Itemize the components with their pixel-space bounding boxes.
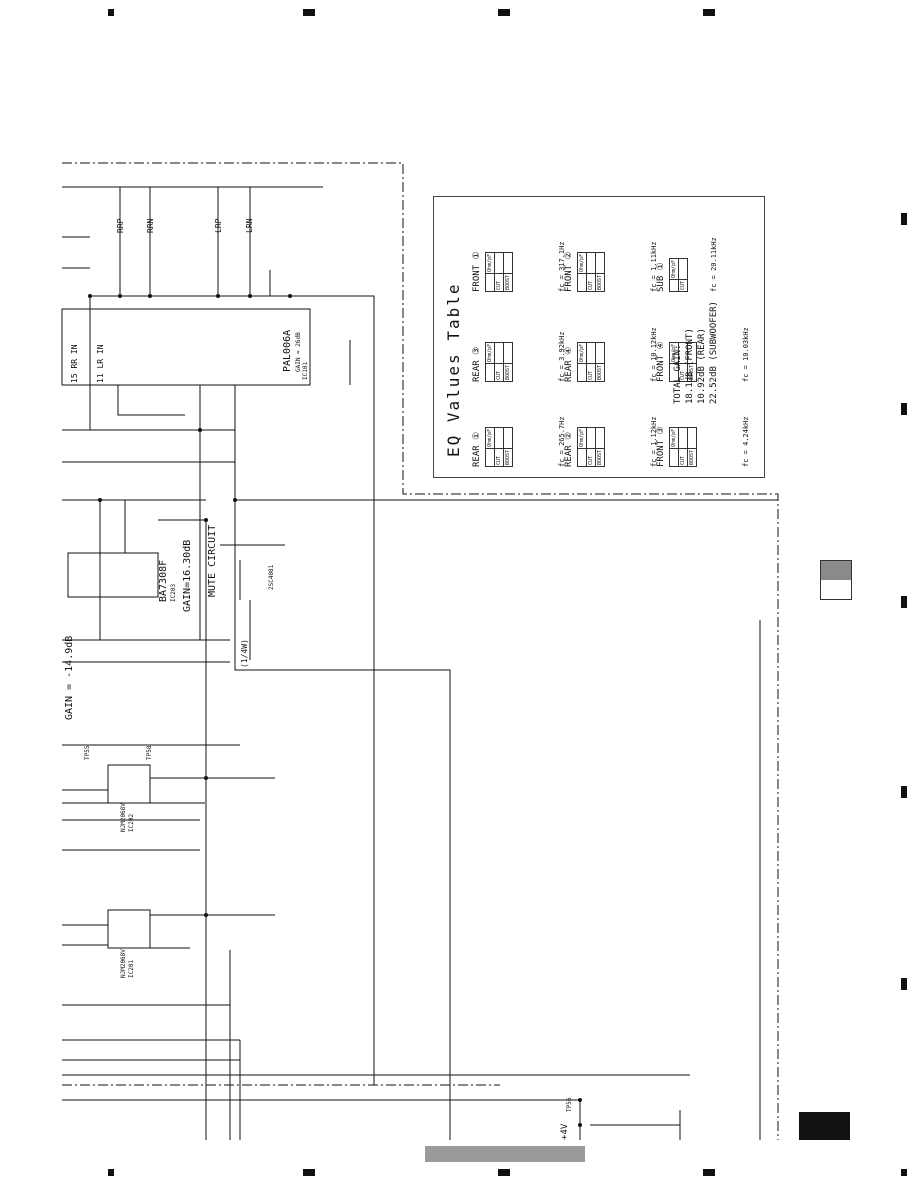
row-boost: BOOST — [595, 448, 605, 467]
eq-block-title: REAR ③ — [472, 346, 482, 382]
ic202-body — [107, 764, 151, 804]
row-cut: CUT — [494, 363, 504, 382]
row-cut: CUT — [678, 448, 688, 467]
row-cut: CUT — [586, 273, 596, 292]
tp58-label: TP58 — [146, 745, 153, 760]
ic101-body — [61, 308, 311, 386]
row-cut: CUT — [494, 448, 504, 467]
col-head: Ohm/pF — [669, 258, 679, 280]
ic101-ref: IC101 — [302, 361, 309, 380]
col-head: Ohm/pF — [669, 427, 679, 449]
row-boost: BOOST — [503, 448, 513, 467]
eq-block-title: REAR ② — [564, 431, 574, 467]
total-gain-sub: 22.52dB (SUBWOOFER) — [709, 301, 719, 404]
eq-block-title: FRONT ② — [564, 251, 574, 292]
sheet-index-box — [820, 560, 852, 600]
lr-in-label: 11 LR IN — [96, 344, 105, 383]
col-head: Ohm/pF — [485, 342, 495, 364]
eq-block-title: FRONT ① — [472, 251, 482, 292]
footer-bar — [425, 1146, 585, 1162]
rr-in-label: 15 RR IN — [70, 344, 79, 383]
eq-block-fc: fc = 20.11kHz — [710, 237, 718, 292]
eq-block-fc: fc = 4.24kHz — [742, 416, 750, 467]
resistor-note: (1/4W) — [240, 639, 249, 668]
tp56-label: TP56 — [566, 1097, 573, 1112]
page-number-badge — [799, 1112, 850, 1140]
row-cut: CUT — [494, 273, 504, 292]
total-gain-block: TOTAL GAIN: 18.1dB (FRONT) 10.92dB (REAR… — [672, 301, 720, 404]
row-boost: BOOST — [595, 363, 605, 382]
q101-part: 2SC4081 — [268, 564, 275, 590]
eq-title: EQ Values Table — [444, 282, 463, 458]
junction-dots — [88, 294, 582, 1127]
row-cut: CUT — [586, 363, 596, 382]
col-head: Ohm/pF — [485, 252, 495, 274]
mute-circuit-label: MUTE CIRCUIT — [207, 524, 218, 597]
ic203-part: BA7308F — [158, 559, 169, 602]
ic203-body — [67, 552, 159, 598]
power-rail-label: +4V — [560, 1123, 570, 1140]
eq-block-title: SUB ① — [656, 262, 666, 292]
row-cut: CUT — [678, 279, 688, 292]
row-boost: BOOST — [503, 273, 513, 292]
lrn-label: LRN — [245, 218, 254, 233]
col-head: Ohm/pF — [485, 427, 495, 449]
ic101-gain: GAIN = 26dB — [295, 332, 302, 372]
ic201-part: NJM2068V — [120, 949, 127, 978]
col-head: Ohm/pF — [577, 252, 587, 274]
rrn-label: RRN — [146, 218, 155, 233]
block-boundary — [62, 162, 779, 1140]
ic202-part: NJM2068V — [120, 803, 127, 832]
eq-block-title: REAR ④ — [564, 346, 574, 382]
col-head: Ohm/pF — [577, 342, 587, 364]
ic203-gain: GAIN=16.30dB — [182, 539, 193, 612]
row-boost: BOOST — [595, 273, 605, 292]
total-gain-front: 18.1dB (FRONT) — [685, 328, 695, 404]
total-gain-rear: 10.92dB (REAR) — [697, 328, 707, 404]
eq-block-title: FRONT ③ — [656, 426, 666, 467]
row-cut: CUT — [586, 448, 596, 467]
total-gain-label: TOTAL GAIN: — [673, 344, 683, 404]
row-boost: BOOST — [687, 448, 697, 467]
lrp-label: LRP — [214, 218, 223, 233]
tp55-label: TP55 — [84, 745, 91, 760]
rrp-label: RRP — [116, 218, 125, 233]
ic101-part: PAL006A — [282, 329, 293, 372]
ic203-ref: IC203 — [170, 583, 177, 602]
row-boost: BOOST — [503, 363, 513, 382]
eq-block-fc: fc = 10.03kHz — [742, 327, 750, 382]
gain-neg-label: GAIN = -14.9dB — [64, 635, 75, 720]
eq-block-title: FRONT ④ — [656, 341, 666, 382]
ic202-ref: IC202 — [128, 813, 135, 832]
registration-marks — [108, 9, 907, 1176]
eq-block-title: REAR ① — [472, 431, 482, 467]
ic201-body — [107, 909, 151, 949]
ic201-ref: IC201 — [128, 959, 135, 978]
col-head: Ohm/pF — [577, 427, 587, 449]
